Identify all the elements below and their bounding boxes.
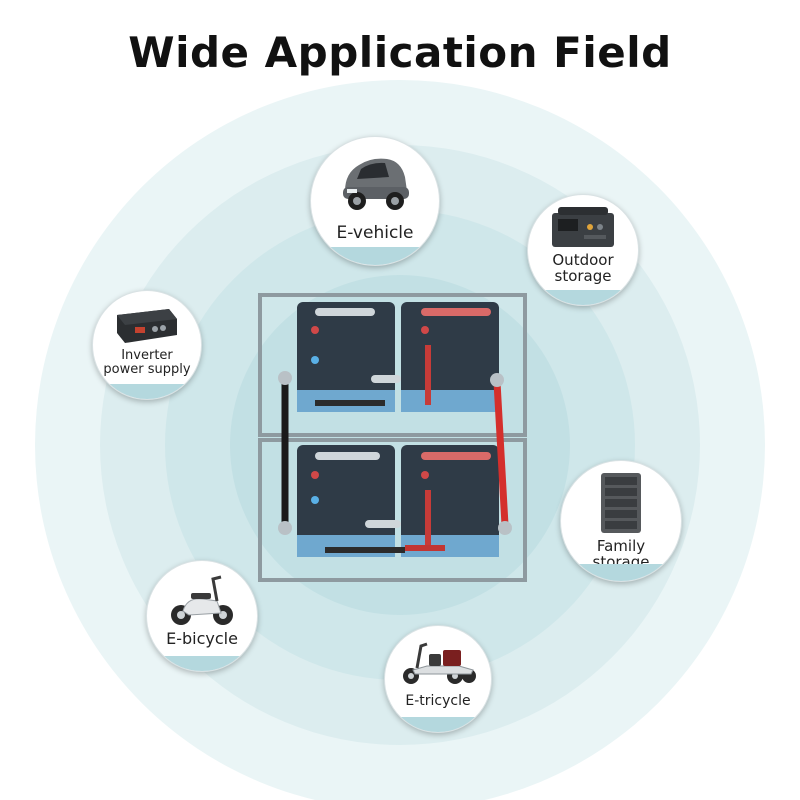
tricycle-icon [403,642,476,684]
lower-battery-pack [297,445,499,557]
etricycle-label: E-tricycle [405,693,471,709]
upper-battery-pack [297,302,499,412]
application-family-storage: Family storage [560,460,682,582]
battery-rack-image [258,293,527,582]
application-inverter-power-supply: Inverter power supply [92,290,202,400]
evehicle-label: E-vehicle [336,223,414,243]
inverter-power-supply-label: Inverter power supply [103,348,191,377]
home-battery-cabinet-icon [601,473,641,533]
lower-tray [258,438,527,582]
car-icon [343,158,409,210]
page-title: Wide Application Field [128,28,672,77]
portable-power-station-icon [552,207,614,247]
application-evehicle: E-vehicle [310,136,440,266]
scooter-icon [171,575,233,625]
upper-tray [258,293,527,437]
application-outdoor-storage: Outdoor storage [527,194,639,306]
application-etricycle: E-tricycle [384,625,492,733]
application-ebicycle: E-bicycle [146,560,258,672]
positive-cable [493,378,509,529]
inverter-icon [117,309,177,343]
ebicycle-label: E-bicycle [166,629,238,648]
outdoor-storage-label: Outdoor storage [552,251,614,285]
